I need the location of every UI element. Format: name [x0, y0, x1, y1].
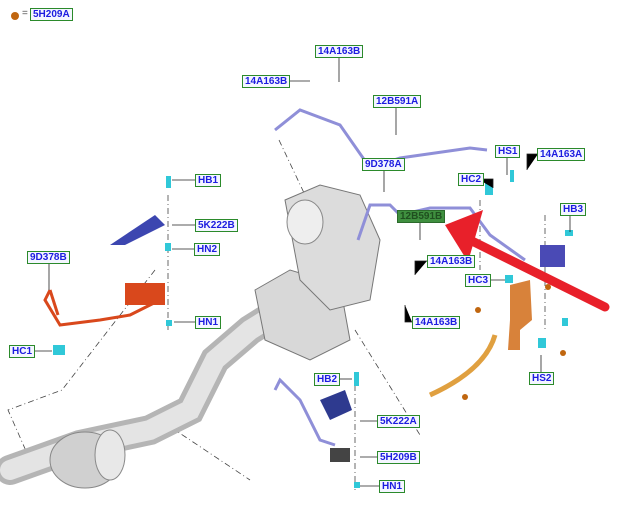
red-sensor-module: [125, 283, 165, 305]
callout-hb3[interactable]: HB3: [560, 203, 587, 216]
red-sensor-harness: [43, 289, 161, 327]
exhaust-pipe: [0, 285, 315, 489]
callout-hb1[interactable]: HB1: [195, 174, 222, 187]
callout-14a163b[interactable]: 14A163B: [427, 255, 476, 268]
sensor-module-right: [540, 245, 565, 267]
callout-5h209b[interactable]: 5H209B: [377, 451, 420, 464]
callout-14a163b[interactable]: 14A163B: [315, 45, 364, 58]
callout-12b591b-highlighted[interactable]: 12B591B: [397, 210, 446, 223]
callout-14a163b[interactable]: 14A163B: [242, 75, 291, 88]
callout-hc3[interactable]: HC3: [465, 274, 492, 287]
bracket-5k222b-shape: [110, 215, 165, 245]
highlight-arrow: [445, 210, 610, 312]
callout-hn2[interactable]: HN2: [194, 243, 221, 256]
orange-hose: [428, 334, 498, 398]
callout-hc2[interactable]: HC2: [458, 173, 485, 186]
callout-14a163a[interactable]: 14A163A: [537, 148, 586, 161]
callout-5k222a[interactable]: 5K222A: [377, 415, 420, 428]
callout-hs1[interactable]: HS1: [495, 145, 521, 158]
callout-leaders: [33, 57, 571, 487]
callout-hn1[interactable]: HN1: [195, 316, 222, 329]
callout-14a163b[interactable]: 14A163B: [412, 316, 461, 329]
orange-dots: [462, 284, 566, 400]
callout-9d378a[interactable]: 9D378A: [362, 158, 405, 171]
callout-hb2[interactable]: HB2: [314, 373, 341, 386]
dashed-leaders: [7, 139, 546, 490]
sensor-5h209b-shape: [330, 448, 350, 462]
orange-bracket: [508, 280, 532, 350]
legend-equals: =: [22, 8, 28, 19]
callout-hn1[interactable]: HN1: [379, 480, 406, 493]
catalytic-converter: [254, 184, 381, 361]
callout-hc1[interactable]: HC1: [9, 345, 36, 358]
callout-5k222b[interactable]: 5K222B: [195, 219, 238, 232]
callout-9d378b[interactable]: 9D378B: [27, 251, 70, 264]
callout-12b591a[interactable]: 12B591A: [373, 95, 422, 108]
callout-hs2[interactable]: HS2: [529, 372, 555, 385]
legend-dot: [11, 12, 19, 20]
legend-part-label[interactable]: 5H209A: [30, 8, 73, 21]
bracket-5k222a-shape: [320, 390, 352, 420]
fasteners: [53, 170, 573, 488]
